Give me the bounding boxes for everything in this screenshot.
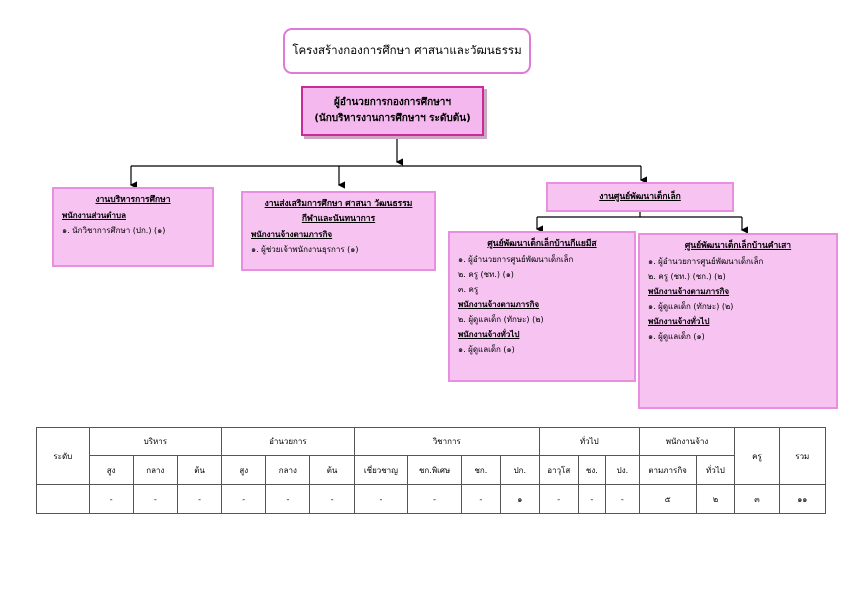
center-left-box: ศูนย์พัฒนาเด็กเล็กบ้านกีแยมีส ๑. ผู้อำนว…: [448, 231, 636, 382]
subheader-cell: เชี่ยวชาญ: [353, 455, 409, 485]
value-cell: -: [176, 484, 223, 514]
group-header: อำนวยการ: [221, 427, 355, 456]
center-right-item: ๒. ครู (ชท.) (ชก.) (๒): [648, 272, 726, 281]
center-left-section-1: พนักงานจ้างตามภารกิจ: [458, 300, 540, 309]
subheader-cell: ต้น: [309, 455, 355, 485]
subheader-cell: ชก.: [460, 455, 501, 485]
center-left-item: ๓. ครู: [458, 285, 479, 294]
center-right-item: ๑. ผู้อำนวยการศูนย์พัฒนาเด็กเล็ก: [648, 257, 764, 266]
admin-unit-section: พนักงานส่วนตำบล: [62, 211, 126, 220]
promotion-unit-box: งานส่งเสริมการศึกษา ศาสนา วัฒนธรรม กีฬาแ…: [241, 191, 436, 271]
admin-unit-box: งานบริหารการศึกษา พนักงานส่วนตำบล ๑. นัก…: [52, 187, 214, 267]
value-cell: -: [221, 484, 267, 514]
subheader-cell: สูง: [88, 455, 134, 485]
childcare-unit-box: งานศูนย์พัฒนาเด็กเล็ก: [546, 182, 734, 212]
group-header: พนักงานจ้าง: [638, 427, 736, 456]
subheader-cell: ปง.: [605, 455, 640, 485]
value-cell: -: [407, 484, 462, 514]
center-right-section-2: พนักงานจ้างทั่วไป: [648, 317, 710, 326]
center-right-title: ศูนย์พัฒนาเด็กเล็กบ้านคำเสา: [684, 241, 792, 251]
value-cell: ๒: [695, 484, 736, 514]
group-header: ทั่วไป: [538, 427, 640, 456]
subheader-cell: ชง.: [577, 455, 607, 485]
value-cell: -: [605, 484, 640, 514]
subheader-cell: สูง: [221, 455, 267, 485]
value-cell: ๕: [638, 484, 697, 514]
teacher-header: ครู: [734, 427, 780, 485]
childcare-unit-title: งานศูนย์พัฒนาเด็กเล็ก: [599, 191, 681, 202]
value-cell: -: [132, 484, 178, 514]
value-cell: -: [88, 484, 134, 514]
center-right-section-1: พนักงานจ้างตามภารกิจ: [648, 287, 730, 296]
admin-unit-item: ๑. นักวิชาการศึกษา (ปก.) (๑): [62, 226, 166, 235]
center-left-title: ศูนย์พัฒนาเด็กเล็กบ้านกีแยมีส: [487, 239, 597, 249]
center-left-item: ๒. ครู (ชท.) (๑): [458, 270, 514, 279]
table-header-row: ระดับ บริหาร อำนวยการ วิชาการ ทั่วไป พนั…: [36, 427, 827, 485]
value-cell: -: [353, 484, 409, 514]
group-header: บริหาร: [88, 427, 223, 456]
value-cell: -: [265, 484, 311, 514]
center-left-item: ๑. ผู้ดูแลเด็ก (๑): [458, 345, 515, 354]
director-title: ผู้อำนวยการกองการศึกษาฯ: [333, 97, 452, 108]
center-right-box: ศูนย์พัฒนาเด็กเล็กบ้านคำเสา ๑. ผู้อำนวยก…: [638, 233, 838, 409]
table-row: - - - - - - - - - ๑ - - - ๕ ๒ ๓ ๑๑: [36, 484, 827, 514]
subheader-cell: อาวุโส: [538, 455, 579, 485]
promotion-unit-title-1: งานส่งเสริมการศึกษา ศาสนา วัฒนธรรม: [264, 199, 413, 209]
value-cell: -: [577, 484, 607, 514]
center-right-item: ๑. ผู้ดูแลเด็ก (๑): [648, 332, 705, 341]
promotion-unit-item: ๑. ผู้ช่วยเจ้าพนักงานธุรการ (๑): [251, 245, 359, 254]
group-header: วิชาการ: [353, 427, 540, 456]
level-cell: [36, 484, 90, 514]
center-left-section-2: พนักงานจ้างทั่วไป: [458, 330, 520, 339]
total-header: รวม: [778, 427, 827, 485]
subheader-cell: ทั่วไป: [695, 455, 736, 485]
org-title: โครงสร้างกองการศึกษา ศาสนาและวัฒนธรรม: [283, 28, 531, 74]
center-left-item: ๑. ผู้อำนวยการศูนย์พัฒนาเด็กเล็ก: [458, 255, 574, 264]
value-cell: -: [309, 484, 355, 514]
subheader-cell: กลาง: [132, 455, 178, 485]
org-title-text: โครงสร้างกองการศึกษา ศาสนาและวัฒนธรรม: [292, 43, 522, 57]
value-cell: -: [538, 484, 579, 514]
subheader-cell: ชก.พิเศษ: [407, 455, 462, 485]
value-cell: ๑๑: [778, 484, 827, 514]
admin-unit-title: งานบริหารการศึกษา: [95, 195, 171, 205]
value-cell: ๑: [499, 484, 540, 514]
center-right-item: ๑. ผู้ดูแลเด็ก (ทักษะ) (๒): [648, 302, 734, 311]
center-left-item: ๒. ผู้ดูแลเด็ก (ทักษะ) (๒): [458, 315, 544, 324]
promotion-unit-title-2: กีฬาและนันทนาการ: [301, 214, 376, 224]
subheader-cell: กลาง: [265, 455, 311, 485]
value-cell: ๓: [734, 484, 780, 514]
director-position: (นักบริหารงานการศึกษาฯ ระดับต้น): [314, 113, 471, 124]
subheader-cell: ตามภารกิจ: [638, 455, 697, 485]
value-cell: -: [460, 484, 501, 514]
staff-summary-table: ระดับ บริหาร อำนวยการ วิชาการ ทั่วไป พนั…: [36, 427, 827, 514]
promotion-unit-section: พนักงานจ้างตามภารกิจ: [251, 230, 333, 239]
subheader-cell: ต้น: [176, 455, 223, 485]
subheader-cell: ปก.: [499, 455, 540, 485]
director-box: ผู้อำนวยการกองการศึกษาฯ (นักบริหารงานการ…: [301, 86, 484, 136]
table-subheader-row: สูง กลาง ต้น สูง กลาง ต้น เชี่ยวชาญ ชก.พ…: [37, 455, 826, 485]
level-header: ระดับ: [36, 427, 90, 485]
